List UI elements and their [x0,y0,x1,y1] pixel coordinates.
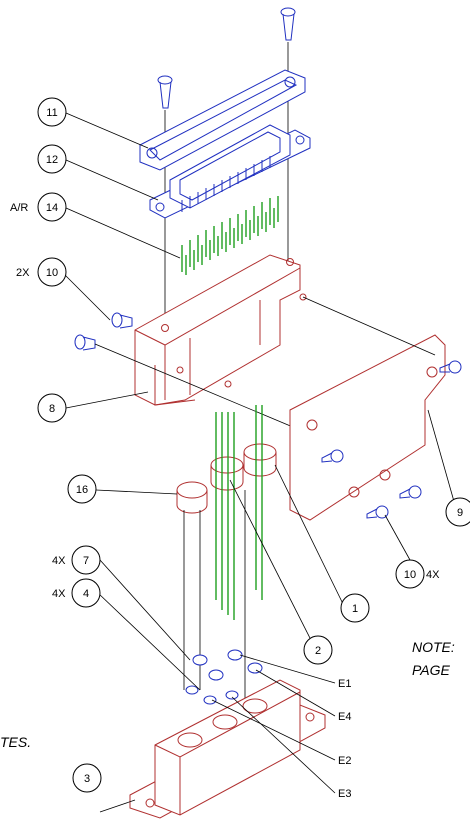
ref-e4: E4 [338,711,351,723]
svg-text:3: 3 [84,773,90,785]
ref-e2: E2 [338,755,351,767]
part-11-cover [139,69,306,171]
callout-10-top: 10 [37,257,67,287]
callout-8: 8 [37,393,67,423]
part-3-base [129,679,326,819]
svg-text:16: 16 [76,484,88,496]
svg-text:1: 1 [352,603,358,615]
ref-e3: E3 [338,788,351,800]
callout-11: 11 [37,97,67,127]
svg-text:10: 10 [404,569,416,581]
svg-text:2: 2 [315,645,321,657]
svg-text:8: 8 [49,403,55,415]
callout-7: 7 [71,545,101,575]
svg-text:11: 11 [46,107,57,119]
callout-3: 3 [72,763,102,793]
grommets [176,443,277,514]
qty-4: 4X [52,588,66,600]
svg-text:4: 4 [83,588,89,600]
svg-text:10: 10 [46,267,58,279]
svg-text:14: 14 [46,202,58,214]
callout-4: 4 [71,578,101,608]
callout-16: 16 [67,474,97,504]
wires [183,405,263,700]
note-left-fragment: TES. [0,734,31,750]
callout-12: 12 [37,144,67,174]
callout-10-bottom: 10 [395,559,425,589]
note-right-line2: PAGE [412,662,451,678]
svg-text:7: 7 [83,555,89,567]
part-9-side-plate [289,296,446,521]
callout-2: 2 [303,635,333,665]
qty-10-top: 2X [16,267,30,279]
part-10-screws-right [321,360,462,519]
callout-14: 14 [37,192,67,222]
part-14-contacts [181,196,279,275]
part-10-screws-left [74,312,301,431]
qty-14: A/R [10,202,28,214]
part-8-housing [134,254,307,406]
note-right-line1: NOTE: [412,639,455,655]
svg-text:12: 12 [46,154,58,166]
qty-10-bottom: 4X [426,569,440,581]
ref-e1: E1 [338,678,351,690]
leader-lines [63,112,456,813]
callout-1: 1 [340,593,370,623]
callout-9: 9 [445,497,470,527]
svg-text:9: 9 [457,507,463,519]
part-12-connector [149,124,311,219]
terminal-hardware [185,649,263,710]
qty-7: 4X [52,555,66,567]
